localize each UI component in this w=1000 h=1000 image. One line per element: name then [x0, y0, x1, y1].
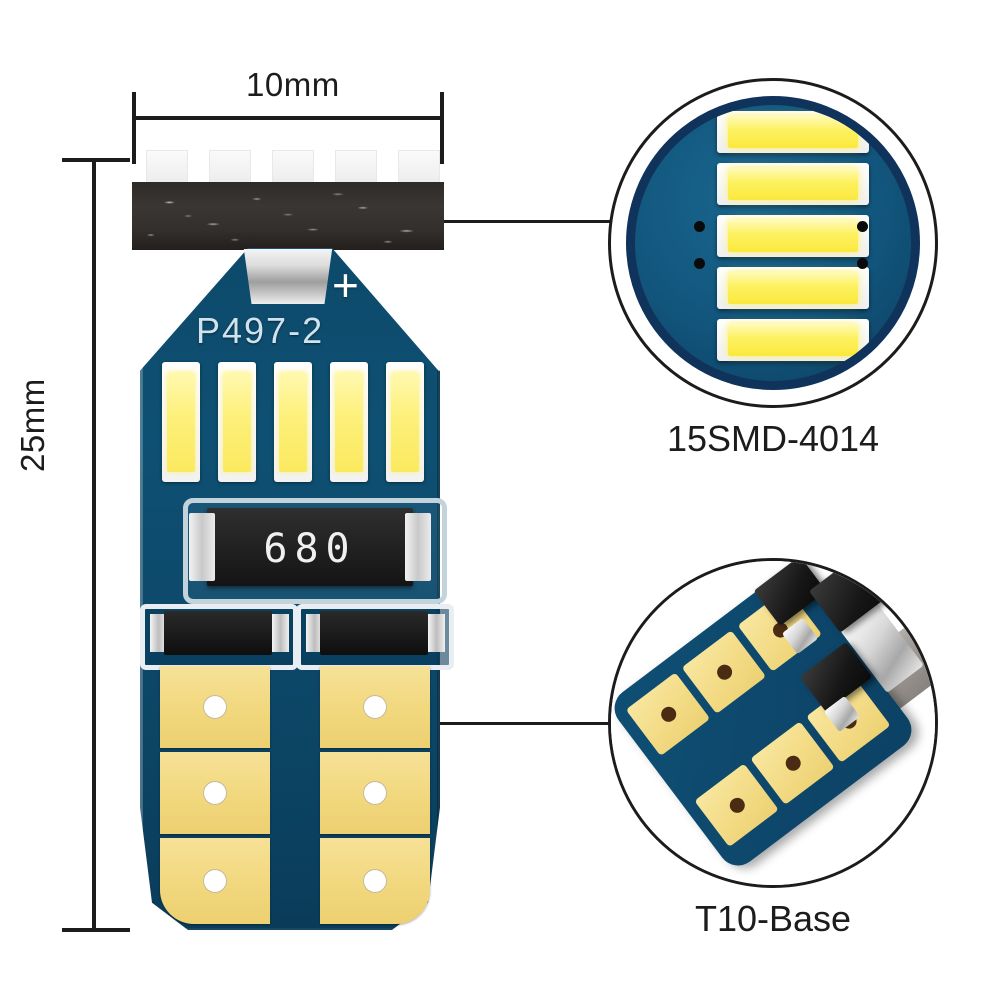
pad-hole: [658, 703, 680, 725]
callout-led: [717, 111, 869, 153]
front-led: [330, 362, 368, 482]
pad-hole: [714, 661, 736, 683]
pad-hole: [782, 752, 804, 774]
callout-led: [717, 215, 869, 257]
t10-base-photo: [611, 561, 935, 885]
gold-pad: [320, 666, 430, 748]
callout-base-label: T10-Base: [694, 898, 852, 939]
pad-hole: [726, 794, 748, 816]
pad-hole: [203, 695, 227, 719]
top-led-bar: [132, 182, 444, 250]
resistor-terminal-left: [189, 513, 215, 581]
callout-led: [717, 163, 869, 205]
leader-line-base: [440, 722, 622, 725]
dimension-width-line: [132, 116, 444, 120]
dimension-height-tick-bottom: [62, 928, 130, 932]
resistor-terminal-right: [405, 513, 431, 581]
pcb-code-label: P497-2: [196, 310, 325, 351]
resistor-value-label: 680: [263, 526, 357, 572]
dimension-width-tick-left: [132, 92, 136, 164]
callout-led: [717, 319, 869, 361]
callout-led: [717, 267, 869, 309]
callout-base: [608, 558, 938, 888]
pad-hole: [363, 869, 387, 893]
gold-pad: [320, 838, 430, 924]
pad-hole: [363, 695, 387, 719]
dimension-width-label: 10mm: [246, 66, 340, 103]
resistor-component: 680: [189, 508, 431, 586]
gold-pad: [320, 752, 430, 834]
t10-bulb-illustration: + P497-2 680: [132, 150, 454, 930]
diode-component: [164, 611, 272, 655]
gold-pad: [160, 666, 270, 748]
front-led: [274, 362, 312, 482]
front-led: [218, 362, 256, 482]
callout-via: [694, 258, 705, 269]
diode-terminal: [272, 614, 289, 652]
callout-led-array-label: 15SMD-4014: [666, 418, 880, 459]
callout-inner-ring: [626, 96, 920, 390]
front-led: [386, 362, 424, 482]
dimension-height-tick-top: [62, 158, 130, 162]
pad-hole: [203, 869, 227, 893]
diode-terminal: [306, 614, 323, 652]
leader-line-led-array: [444, 220, 622, 223]
dimension-height-line: [92, 160, 96, 932]
callout-base-clip: [611, 561, 935, 885]
gold-pad: [160, 752, 270, 834]
pad-hole: [363, 781, 387, 805]
center-contact: [243, 249, 333, 304]
polarity-plus-label: +: [332, 259, 359, 311]
dimension-width-tick-right: [440, 92, 444, 164]
pad-hole: [203, 781, 227, 805]
diode-component: [320, 611, 428, 655]
diode-terminal: [428, 614, 445, 652]
callout-led-array: [608, 78, 938, 408]
gold-pad: [160, 838, 270, 924]
diode-terminal: [150, 614, 167, 652]
callout-via: [857, 258, 868, 269]
front-led: [162, 362, 200, 482]
callout-via: [857, 221, 868, 232]
callout-via: [694, 221, 705, 232]
